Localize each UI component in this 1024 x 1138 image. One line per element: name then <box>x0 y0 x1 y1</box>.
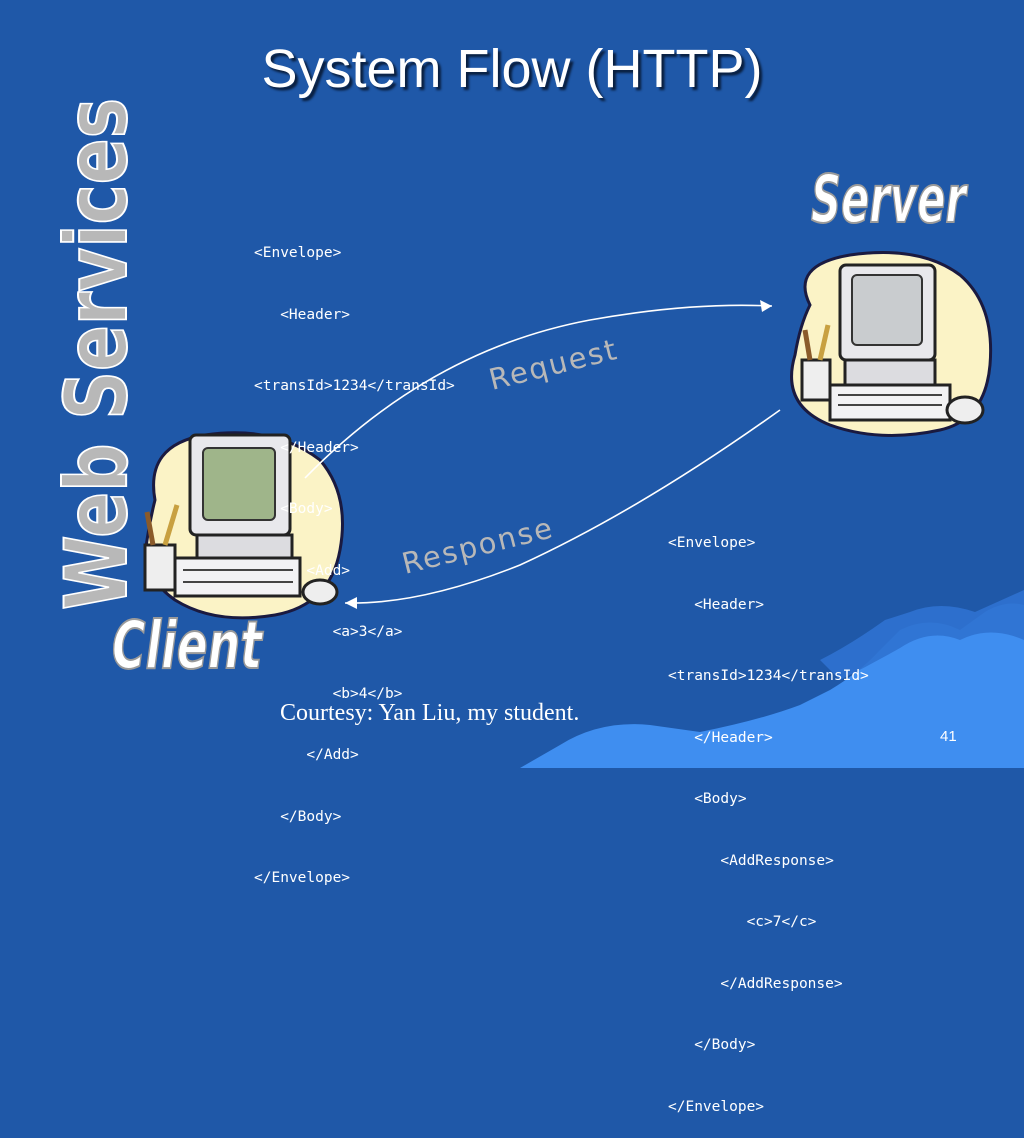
xml-line: </Add> <box>254 747 359 763</box>
server-computer-icon <box>790 251 993 437</box>
xml-line: <transId>1234</transId> <box>254 378 455 394</box>
xml-line: </AddResponse> <box>668 975 843 992</box>
web-services-vertical-label: Web Services <box>46 97 145 611</box>
xml-line: </Envelope> <box>668 1098 765 1115</box>
response-label: Response <box>398 510 557 581</box>
request-xml-block: <Envelope> <Header> <transId>1234</trans… <box>254 202 455 909</box>
xml-line: <AddResponse> <box>668 852 834 869</box>
page-title: System Flow (HTTP) <box>261 39 763 99</box>
xml-line: <a>3</a> <box>254 624 403 640</box>
xml-line: <Envelope> <box>254 245 342 261</box>
xml-line: </Body> <box>254 808 342 825</box>
xml-line: </Envelope> <box>254 870 351 886</box>
courtesy-note: Courtesy: Yan Liu, my student. <box>280 700 580 726</box>
server-label: Server <box>810 160 969 235</box>
xml-line: <Add> <box>254 562 351 579</box>
response-arrowhead <box>345 597 357 609</box>
xml-line: </Body> <box>668 1037 756 1053</box>
request-arrowhead <box>760 300 772 312</box>
request-arrow <box>304 304 773 479</box>
xml-line: <c>7</c> <box>668 914 817 930</box>
page-number: 41 <box>940 728 957 745</box>
web-services-text: Web Services <box>47 98 145 610</box>
response-arrow <box>344 409 781 604</box>
xml-line: <Envelope> <box>668 535 756 551</box>
xml-line: </Header> <box>254 439 359 456</box>
background-wave-decoration <box>520 590 1024 768</box>
server-label-text: Server <box>811 161 968 235</box>
client-label: Client <box>111 606 265 678</box>
xml-line: <Header> <box>254 306 351 323</box>
client-label-text: Client <box>112 607 264 678</box>
xml-line: <transId>1234</transId> <box>668 668 869 684</box>
flow-arrows <box>304 300 781 609</box>
request-label-text: Request <box>485 332 621 397</box>
client-computer-icon <box>143 431 344 620</box>
xml-line: <Header> <box>668 596 765 613</box>
response-xml-block: <Envelope> <Header> <transId>1234</trans… <box>668 492 869 1138</box>
wave-shape-dark <box>820 590 1024 680</box>
xml-line: <Body> <box>254 501 333 517</box>
request-label: Request <box>485 332 621 397</box>
xml-line: <Body> <box>668 791 747 807</box>
xml-line: </Header> <box>668 729 773 746</box>
xml-line: <b>4</b> <box>254 685 403 702</box>
